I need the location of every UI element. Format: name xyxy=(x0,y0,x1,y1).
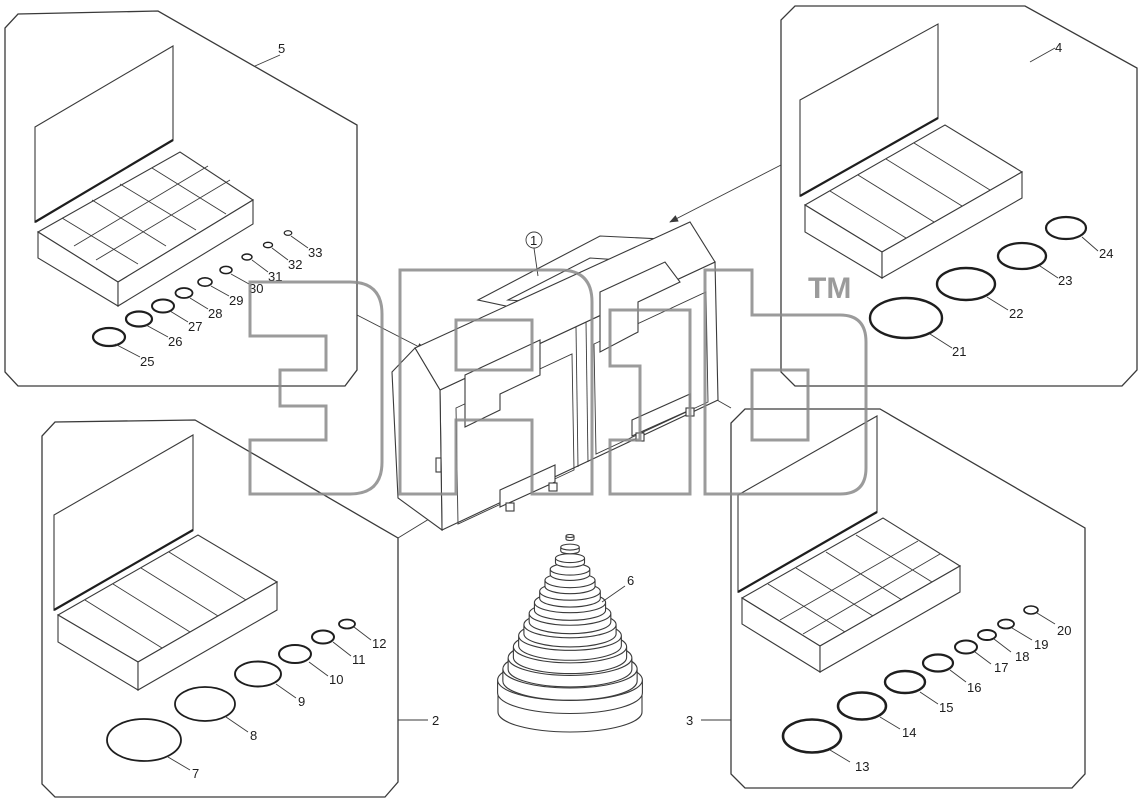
o-ring-8 xyxy=(174,686,236,722)
callout-23: 23 xyxy=(1058,273,1072,288)
o-ring-33 xyxy=(283,230,293,236)
callout-14: 14 xyxy=(902,725,916,740)
callout-20: 20 xyxy=(1057,623,1071,638)
callout-18: 18 xyxy=(1015,649,1029,664)
callout-16: 16 xyxy=(967,680,981,695)
o-ring-17 xyxy=(954,639,978,655)
callout-10: 10 xyxy=(329,672,343,687)
cone-step xyxy=(554,553,586,568)
callout-13: 13 xyxy=(855,759,869,774)
callout-31: 31 xyxy=(268,269,282,284)
kit-5-leaders xyxy=(114,54,426,358)
callout-7: 7 xyxy=(192,766,199,781)
kit-2-box xyxy=(53,434,279,691)
watermark-letter-2 xyxy=(398,268,594,496)
kit-2-labels: 2 7 8 9 10 11 12 xyxy=(192,636,439,781)
o-ring-9 xyxy=(234,660,282,688)
watermark-trademark: TM xyxy=(808,272,851,305)
kit-3-box xyxy=(737,415,962,673)
callout-32: 32 xyxy=(288,257,302,272)
watermark-letter-1 xyxy=(248,280,384,496)
callout-5: 5 xyxy=(278,41,285,56)
kit-4-box xyxy=(799,23,1024,279)
callout-21: 21 xyxy=(952,344,966,359)
cone-step xyxy=(565,533,575,542)
o-ring-12 xyxy=(338,618,356,630)
seal-cone-stack xyxy=(497,533,643,733)
o-ring-13 xyxy=(781,718,843,754)
callout-26: 26 xyxy=(168,334,182,349)
callout-6: 6 xyxy=(627,573,634,588)
kit-5-labels: 5 25 26 27 28 29 30 31 32 33 xyxy=(140,41,322,369)
watermark-letter-3 xyxy=(608,308,692,496)
o-ring-16 xyxy=(921,653,955,673)
kit-5-rings xyxy=(91,230,293,348)
callout-28: 28 xyxy=(208,306,222,321)
carry-case xyxy=(391,221,719,532)
o-ring-7 xyxy=(106,718,182,762)
o-ring-23 xyxy=(996,241,1048,271)
o-ring-32 xyxy=(262,241,274,249)
watermark-logo: TM xyxy=(248,268,868,496)
o-ring-30 xyxy=(219,265,233,275)
o-ring-27 xyxy=(151,298,175,314)
callout-1: 1 xyxy=(530,233,537,248)
kit-3-rings xyxy=(781,605,1039,754)
kit-4-rings xyxy=(868,215,1088,340)
callout-22: 22 xyxy=(1009,306,1023,321)
callout-11: 11 xyxy=(352,652,366,667)
o-ring-28 xyxy=(174,287,194,299)
o-ring-11 xyxy=(311,629,335,645)
cone-label-group: 6 xyxy=(601,573,634,603)
kit-4-labels: 4 21 22 23 24 xyxy=(952,40,1113,359)
kit-5-box xyxy=(34,45,255,307)
kit-3-labels: 3 13 14 15 16 17 18 19 20 xyxy=(686,623,1071,774)
o-ring-10 xyxy=(278,644,312,664)
watermark-letter-4 xyxy=(703,268,868,496)
o-ring-26 xyxy=(124,310,154,328)
o-ring-19 xyxy=(997,618,1015,630)
callout-2: 2 xyxy=(432,713,439,728)
callout-19: 19 xyxy=(1034,637,1048,652)
o-ring-15 xyxy=(883,669,927,695)
o-ring-22 xyxy=(935,266,997,302)
callout-33: 33 xyxy=(308,245,322,260)
callout-9: 9 xyxy=(298,694,305,709)
callout-27: 27 xyxy=(188,319,202,334)
o-ring-31 xyxy=(241,253,253,261)
o-ring-24 xyxy=(1044,215,1088,241)
callout-8: 8 xyxy=(250,728,257,743)
callout-3: 3 xyxy=(686,713,693,728)
kit-2-rings xyxy=(106,618,356,762)
o-ring-25 xyxy=(91,326,127,348)
cone-step xyxy=(560,543,580,555)
callout-25: 25 xyxy=(140,354,154,369)
callout-29: 29 xyxy=(229,293,243,308)
kit-4-leaders xyxy=(669,47,1099,349)
o-ring-21 xyxy=(868,296,944,340)
callout-15: 15 xyxy=(939,700,953,715)
callout-12: 12 xyxy=(372,636,386,651)
o-ring-14 xyxy=(836,691,888,721)
callout-4: 4 xyxy=(1055,40,1062,55)
callout-30: 30 xyxy=(249,281,263,296)
o-ring-29 xyxy=(197,276,213,287)
o-ring-20 xyxy=(1023,605,1039,615)
callout-17: 17 xyxy=(994,660,1008,675)
callout-24: 24 xyxy=(1099,246,1113,261)
o-ring-18 xyxy=(977,629,997,641)
